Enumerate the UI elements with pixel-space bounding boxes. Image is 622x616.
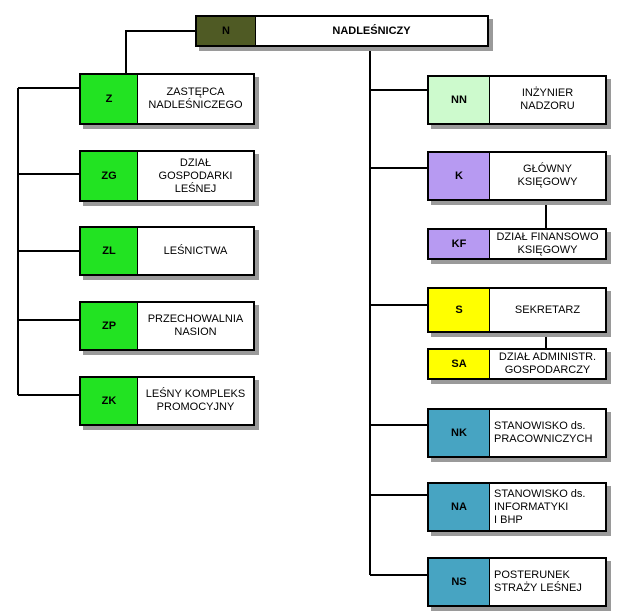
box-glowny-ksiegowy: K GŁÓWNY KSIĘGOWY <box>427 151 607 201</box>
box-przechowalnia: ZP PRZECHOWALNIA NASION <box>79 301 255 351</box>
code-kf: KF <box>429 230 490 258</box>
box-stanowisko-informatyki: NA STANOWISKO ds. INFORMATYKI I BHP <box>427 482 607 532</box>
head-label: NADLEŚNICZY <box>332 24 411 37</box>
box-zastepca: Z ZASTĘPCA NADLEŚNICZEGO <box>79 73 255 125</box>
label-ns: POSTERUNEK STRAŻY LEŚNEJ <box>494 569 582 594</box>
code-nk: NK <box>429 410 490 456</box>
code-nn: NN <box>429 77 490 123</box>
label-na: STANOWISKO ds. INFORMATYKI I BHP <box>494 487 586 526</box>
code-sa: SA <box>429 350 490 378</box>
label-kf: DZIAŁ FINANSOWO KSIĘGOWY <box>496 231 599 256</box>
code-zg: ZG <box>81 152 138 200</box>
label-zl: LEŚNICTWA <box>163 244 228 257</box>
label-sa: DZIAŁ ADMINISTR. GOSPODARCZY <box>498 351 597 376</box>
code-na: NA <box>429 484 490 530</box>
code-ns: NS <box>429 559 490 605</box>
box-dzial-gospodarki: ZG DZIAŁ GOSPODARKI LEŚNEJ <box>79 150 255 202</box>
box-stanowisko-pracowniczych: NK STANOWISKO ds. PRACOWNICZYCH <box>427 408 607 458</box>
label-zg: DZIAŁ GOSPODARKI LEŚNEJ <box>158 156 233 195</box>
label-s: SEKRETARZ <box>514 303 581 316</box>
head-code: N <box>197 17 256 45</box>
label-z: ZASTĘPCA NADLEŚNICZEGO <box>148 86 243 111</box>
code-zl: ZL <box>81 228 138 274</box>
code-s: S <box>429 289 490 331</box>
label-zp: PRZECHOWALNIA NASION <box>147 313 244 338</box>
code-z: Z <box>81 75 138 123</box>
code-zp: ZP <box>81 303 138 349</box>
head-box-nadlesniczy: N NADLEŚNICZY <box>195 15 489 47</box>
label-zk: LEŚNY KOMPLEKS PROMOCYJNY <box>145 388 246 413</box>
box-sekretarz: S SEKRETARZ <box>427 287 607 333</box>
box-inzynier-nadzoru: NN INŻYNIER NADZORU <box>427 75 607 125</box>
box-dzial-administr: SA DZIAŁ ADMINISTR. GOSPODARCZY <box>427 348 607 380</box>
box-dzial-finansowo: KF DZIAŁ FINANSOWO KSIĘGOWY <box>427 228 607 260</box>
box-posterunek: NS POSTERUNEK STRAŻY LEŚNEJ <box>427 557 607 607</box>
box-lesnictwa: ZL LEŚNICTWA <box>79 226 255 276</box>
label-nn: INŻYNIER NADZORU <box>520 87 575 112</box>
code-zk: ZK <box>81 378 138 424</box>
box-lesny-kompleks: ZK LEŚNY KOMPLEKS PROMOCYJNY <box>79 376 255 426</box>
label-k: GŁÓWNY KSIĘGOWY <box>517 163 578 188</box>
label-nk: STANOWISKO ds. PRACOWNICZYCH <box>494 420 593 445</box>
code-k: K <box>429 153 490 199</box>
